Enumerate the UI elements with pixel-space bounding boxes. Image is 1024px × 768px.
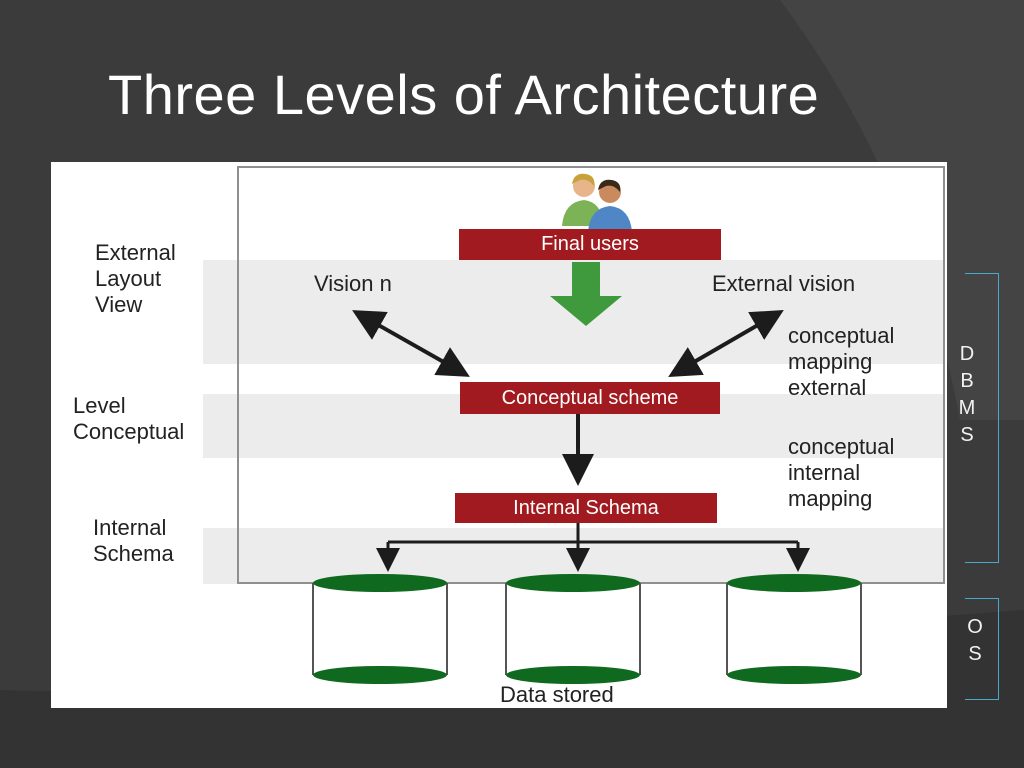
level-conceptual-label: Level Conceptual xyxy=(73,393,185,444)
mapping-external-label: conceptual mapping external xyxy=(788,323,895,400)
vision-n-label: Vision n xyxy=(314,271,392,296)
os-label: O S xyxy=(967,616,983,665)
data-stored-label: Data stored xyxy=(500,682,614,707)
external-vision-label: External vision xyxy=(712,271,856,296)
final-users-box: Final users xyxy=(459,229,721,260)
level-external-label: External Layout View xyxy=(95,240,176,317)
users-icon xyxy=(562,173,632,232)
level-internal-label: Internal Schema xyxy=(93,515,174,566)
internal-schema-box: Internal Schema xyxy=(455,493,717,523)
dbms-label: D B M S xyxy=(958,343,976,446)
conceptual-scheme-box: Conceptual scheme xyxy=(460,382,720,414)
os-bracket xyxy=(965,598,999,700)
dbms-bracket xyxy=(965,273,999,563)
slide-title: Three Levels of Architecture xyxy=(108,63,820,126)
mapping-internal-label: conceptual internal mapping xyxy=(788,434,895,511)
